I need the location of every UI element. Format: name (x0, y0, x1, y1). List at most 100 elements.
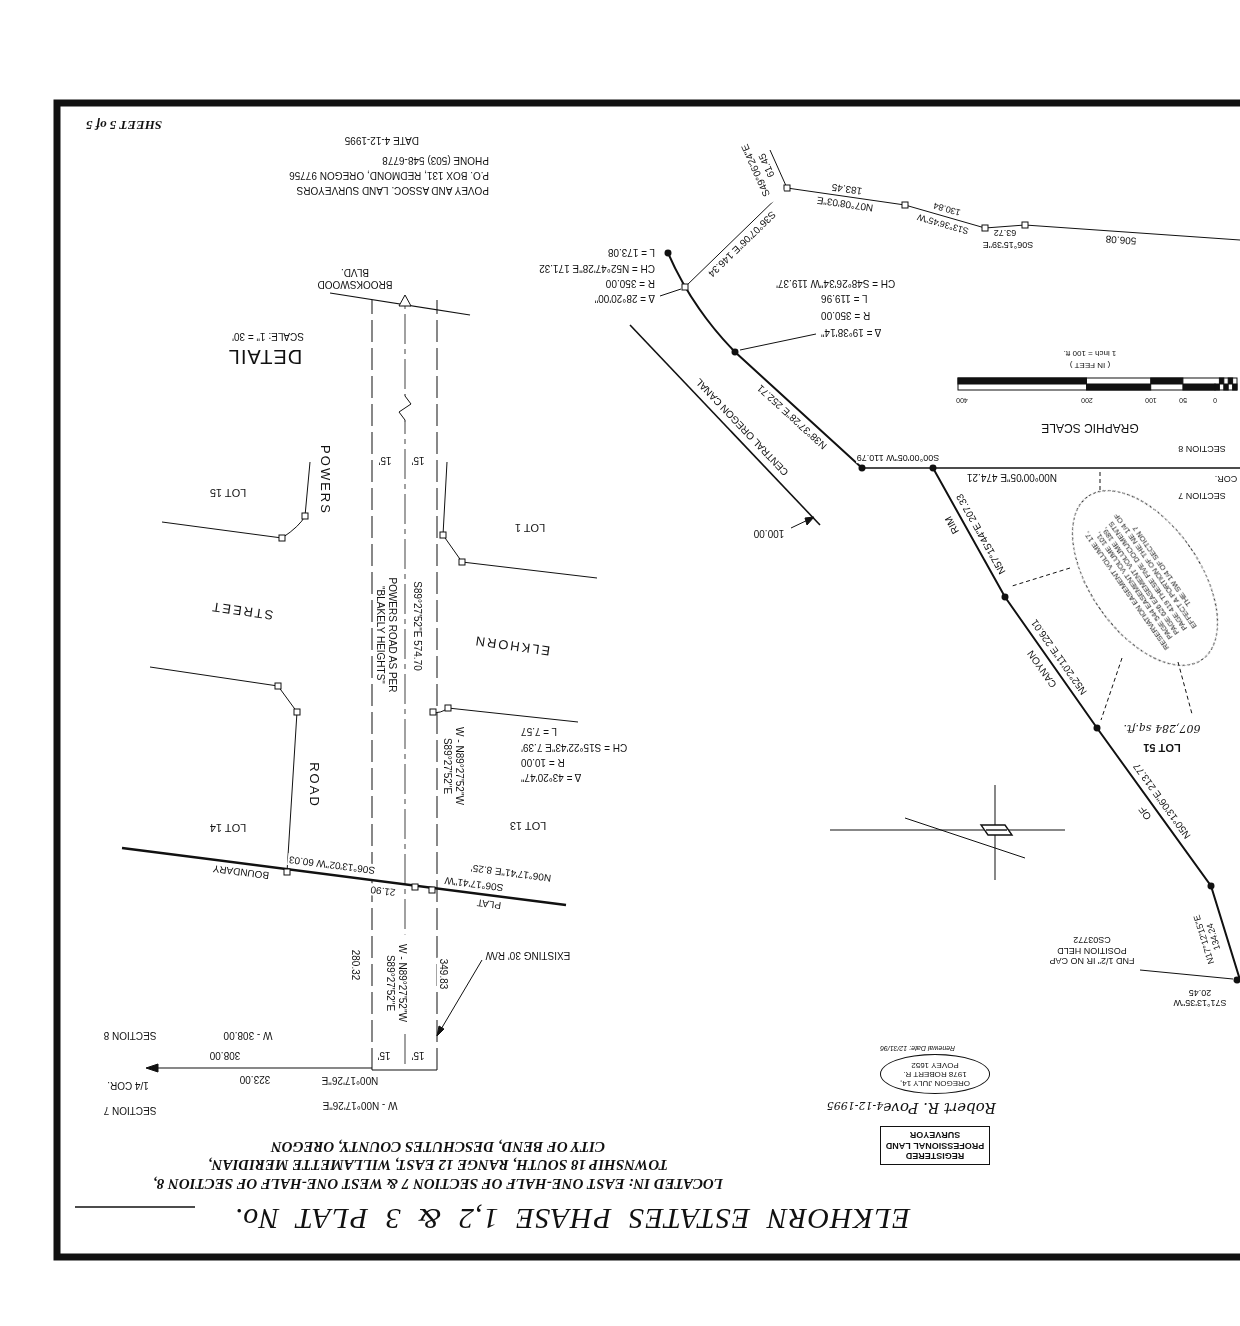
plat-line (1233, 384, 1237, 390)
plat-line (905, 818, 1025, 858)
plat-label: L = 119.96 (820, 292, 868, 304)
plat-label: N17°12'15"E 134.24 (1190, 904, 1229, 971)
plat-label: 607,284 sq.ft. (1122, 722, 1201, 735)
plat-label: LOT 13 (509, 820, 548, 833)
plat-label: SHEET 5 of 5 (85, 118, 163, 133)
plat-label: ( IN FEET ) (1069, 360, 1111, 369)
plat-label: 280.32 (349, 949, 361, 982)
plat-label: PLAT (476, 897, 504, 912)
plat-line (682, 284, 688, 290)
plat-line (665, 250, 672, 257)
plat-line (862, 467, 1240, 469)
plat-label: COR. (1214, 474, 1239, 484)
plat-label: S06°15'39"E (982, 240, 1035, 250)
plat-line (1094, 725, 1101, 732)
plat-label: 308.00 (209, 1049, 242, 1061)
plat-label: 15' (410, 454, 425, 466)
plat-label: 1 inch = 100 ft. (1063, 348, 1118, 357)
plat-label: SECTION 8 (103, 1029, 158, 1041)
plat-line (958, 378, 1237, 390)
plat-line (1100, 471, 1101, 490)
plat-line (279, 535, 285, 541)
plat-label: 15' (410, 1049, 425, 1061)
plat-line (770, 150, 1240, 240)
plat-line (1178, 662, 1192, 714)
stamp-text: REGISTERED PROFESSIONAL LAND SURVEYOR (880, 1126, 990, 1165)
plat-label: 63.72 (993, 228, 1018, 238)
plat-line (981, 825, 1012, 835)
plat-label: N38°37'28"E 252.71 (754, 382, 830, 453)
plat-label: N57°15'44"E 207.33 (954, 491, 1009, 577)
plat-line (784, 185, 790, 191)
plat-line (437, 300, 438, 1070)
plat-label: S00°00'05"W 110.79 (856, 453, 940, 463)
plat-label: PHONE (503) 548-6778 (381, 154, 490, 166)
plat-label: LOT 1 (514, 522, 546, 535)
plat-line (122, 848, 566, 905)
plat-line (443, 462, 597, 578)
plat-line (933, 468, 1240, 980)
plat-label: L = 173.08 (607, 246, 656, 258)
plat-title: ELKHORN ESTATES PHASE 1,2 & 3 PLAT No. (234, 1204, 911, 1237)
plat-line (902, 202, 908, 208)
plat-label: 100 (1144, 396, 1158, 404)
plat-label: R = 350.00 (605, 277, 656, 289)
plat-line (437, 1026, 444, 1036)
plat-line (440, 532, 446, 538)
plat-line (986, 829, 1007, 830)
plat-label: SCALE: 1" = 30' (231, 330, 305, 342)
plat-label: OF (1136, 804, 1155, 824)
plat-label: GRAPHIC SCALE (1040, 420, 1139, 434)
plat-line (1183, 384, 1215, 390)
plat-label: POWERS (318, 444, 333, 516)
plat-label: W - N00°17'26"E (321, 1099, 398, 1111)
sheet-frame (57, 103, 1240, 1257)
plat-label: SECTION 8 (1177, 444, 1227, 454)
plat-line (150, 667, 297, 872)
plat-line (429, 887, 435, 893)
plat-line (75, 1206, 195, 1208)
plat-line (399, 394, 411, 422)
plat-line (1101, 658, 1122, 720)
plat-line (158, 1068, 372, 1069)
plat-label: S06°13'02"W 60.03 (287, 854, 376, 877)
plat-label: FND 1/2" IR NO CAP POSITION HELD CS03772 (1044, 934, 1141, 965)
plat-label: S71°13'35"W 20.45 (1162, 988, 1239, 1009)
plat-label: L = 7.57 (520, 725, 558, 737)
plat-line (445, 705, 451, 711)
plat-line (294, 709, 300, 715)
plat-label: 21.90 (369, 883, 397, 898)
plat-line (665, 250, 1240, 984)
plat-line (1228, 378, 1232, 384)
plat-label: BROOKSWOOD BLVD. (314, 268, 396, 291)
plat-label: LOT 15 (209, 487, 248, 500)
plat-label: N00°00'05"E 474.21 (966, 471, 1058, 483)
plat-label: CITY OF BEND, DESCHUTES COUNTY, OREGON (270, 1137, 606, 1154)
plat-line (412, 884, 418, 890)
plat-label: STREET (209, 598, 276, 622)
plat-label: Robert R. Povey (873, 1098, 997, 1115)
plat-line (805, 517, 814, 525)
plat-label: 1/4 COR. (106, 1079, 150, 1091)
plat-label: ROAD (307, 761, 322, 809)
plat-line (57, 103, 1240, 1257)
plat-line (1140, 970, 1233, 979)
plat-label: R = 10.00 (520, 756, 566, 768)
graphic-scale-bar (958, 378, 1237, 390)
plat-line (1224, 384, 1228, 390)
plat-label: 183.45 (830, 181, 864, 197)
plat-line (1234, 977, 1240, 984)
plat-label: 100.00 (753, 527, 786, 539)
easement-note: RESERVATION EASEMENT VOLUME 17, PAGE 544… (1082, 504, 1208, 652)
plat-line (372, 300, 373, 1070)
plat-line (958, 378, 1087, 384)
plat-line (459, 559, 465, 565)
plat-label: TOWNSHIP 18 SOUTH, RANGE 12 EAST, WILLAM… (207, 1155, 669, 1172)
plat-label: EXISTING 30' R/W (485, 949, 572, 961)
plat-line (1022, 222, 1028, 228)
plat-line (1002, 594, 1009, 601)
plat-line (1215, 384, 1219, 390)
plat-label: S89°27'52"E 574.70 (411, 580, 423, 672)
plat-label: 0 (1212, 396, 1218, 404)
plat-line (275, 513, 465, 893)
